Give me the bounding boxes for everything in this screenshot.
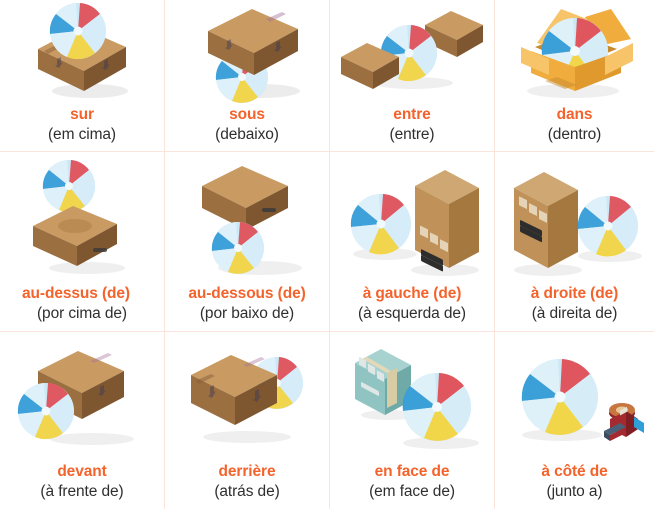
french-term: au-dessus (de) (22, 285, 130, 303)
portuguese-term: (entre) (389, 126, 435, 144)
label-group: en face de (em face de) (330, 462, 494, 509)
cell-au-dessus-de[interactable]: au-dessus (de) (por cima de) (0, 152, 165, 332)
french-term: dans (556, 106, 593, 124)
portuguese-term: (debaixo) (215, 126, 279, 144)
cell-devant[interactable]: devant (à frente de) (0, 332, 165, 509)
illustration-ball-between-two-boxes (330, 0, 494, 105)
label-group: derrière (atrás de) (165, 462, 329, 509)
label-group: devant (à frente de) (0, 462, 164, 509)
french-term: sur (70, 106, 94, 124)
label-group: entre (entre) (330, 105, 494, 151)
label-group: sur (em cima) (0, 105, 164, 151)
portuguese-term: (à frente de) (40, 483, 124, 501)
label-group: sous (debaixo) (165, 105, 329, 151)
french-term: devant (57, 463, 107, 481)
illustration-ball-facing-teal-box (330, 332, 494, 462)
cell-a-cote-de[interactable]: à côté de (junto a) (495, 332, 654, 509)
portuguese-term: (em cima) (48, 126, 116, 144)
french-term: sous (229, 106, 265, 124)
label-group: dans (dentro) (495, 105, 654, 151)
portuguese-term: (à esquerda de) (358, 305, 466, 323)
label-group: au-dessus (de) (por cima de) (0, 284, 164, 331)
cell-a-droite-de[interactable]: à droite (de) (à direita de) (495, 152, 654, 332)
cell-dans[interactable]: dans (dentro) (495, 0, 654, 152)
french-term: à droite (de) (530, 285, 619, 303)
portuguese-term: (à direita de) (531, 305, 618, 323)
portuguese-term: (junto a) (546, 483, 603, 501)
french-term: derrière (218, 463, 276, 481)
cell-sur[interactable]: sur (em cima) (0, 0, 165, 152)
illustration-ball-inside-open-box (495, 0, 654, 105)
label-group: au-dessous (de) (por baixo de) (165, 284, 329, 331)
illustration-ball-left-of-box (330, 152, 494, 284)
cell-en-face-de[interactable]: en face de (em face de) (330, 332, 495, 509)
portuguese-term: (por cima de) (36, 305, 127, 323)
cell-sous[interactable]: sous (debaixo) (165, 0, 330, 152)
illustration-ball-on-box (0, 0, 164, 105)
french-term: à gauche (de) (362, 285, 462, 303)
portuguese-term: (em face de) (369, 483, 455, 501)
portuguese-term: (atrás de) (214, 483, 280, 501)
illustration-ball-right-of-box (495, 152, 654, 284)
label-group: à gauche (de) (à esquerda de) (330, 284, 494, 331)
cell-au-dessous-de[interactable]: au-dessous (de) (por baixo de) (165, 152, 330, 332)
illustration-ball-behind-box (165, 332, 329, 462)
portuguese-term: (dentro) (547, 126, 602, 144)
illustration-ball-next-to-tape-gun (495, 332, 654, 462)
cell-a-gauche-de[interactable]: à gauche (de) (à esquerda de) (330, 152, 495, 332)
label-group: à droite (de) (à direita de) (495, 284, 654, 331)
portuguese-term: (por baixo de) (199, 305, 295, 323)
french-term: au-dessous (de) (188, 285, 306, 303)
illustration-ball-in-front-of-box (0, 332, 164, 462)
illustration-ball-below-floating-box (165, 152, 329, 284)
label-group: à côté de (junto a) (495, 462, 654, 509)
illustration-ball-floating-above-box (0, 152, 164, 284)
illustration-box-over-ball (165, 0, 329, 105)
cell-derriere[interactable]: derrière (atrás de) (165, 332, 330, 509)
cell-entre[interactable]: entre (entre) (330, 0, 495, 152)
french-term: entre (393, 106, 431, 124)
french-term: à côté de (541, 463, 608, 481)
french-term: en face de (374, 463, 450, 481)
